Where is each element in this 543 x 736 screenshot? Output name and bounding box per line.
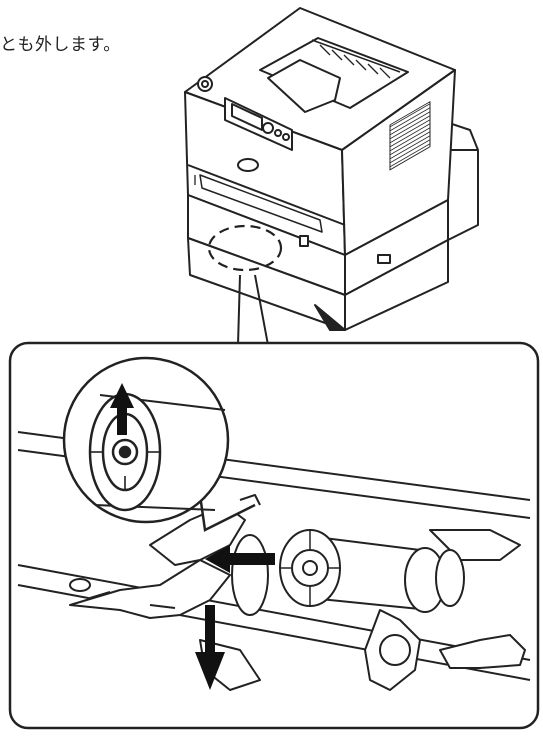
highlight-circle <box>207 224 283 272</box>
callout-lines <box>237 274 269 346</box>
magnifier-inset <box>62 356 256 532</box>
down-arrow-icon <box>195 652 225 690</box>
printer-drawing <box>184 7 479 331</box>
direction-arrows <box>110 383 275 690</box>
instruction-text: とも外します。 <box>0 35 121 55</box>
left-arrow-icon <box>205 545 230 573</box>
detail-drawing <box>17 431 531 691</box>
up-arrow-icon <box>110 383 134 408</box>
